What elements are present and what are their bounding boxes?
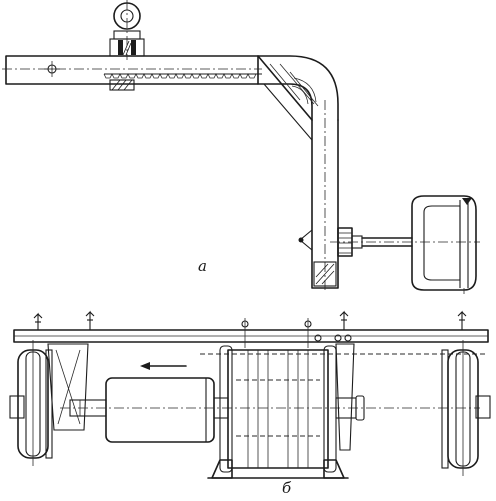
rack-block	[109, 79, 135, 91]
view-a	[2, 0, 480, 294]
central-drum	[207, 345, 349, 479]
right-wheel	[441, 340, 491, 476]
bar-pins	[33, 310, 467, 348]
view-a-label: а	[198, 257, 207, 275]
left-wheel	[9, 340, 53, 466]
motion-arrow	[140, 362, 187, 370]
clamp-screw	[330, 227, 480, 257]
right-support	[335, 343, 355, 451]
work-cylinder	[60, 377, 480, 443]
guide-bar	[13, 329, 489, 355]
left-support	[47, 343, 89, 431]
gear-rack	[103, 73, 262, 79]
top-roller	[109, 0, 145, 60]
vertical-arm	[298, 100, 339, 292]
view-b-label: б	[282, 479, 292, 497]
handle-grip	[411, 195, 477, 294]
view-b	[9, 310, 491, 479]
bent-arm	[257, 55, 339, 141]
right-shaft	[335, 395, 365, 421]
